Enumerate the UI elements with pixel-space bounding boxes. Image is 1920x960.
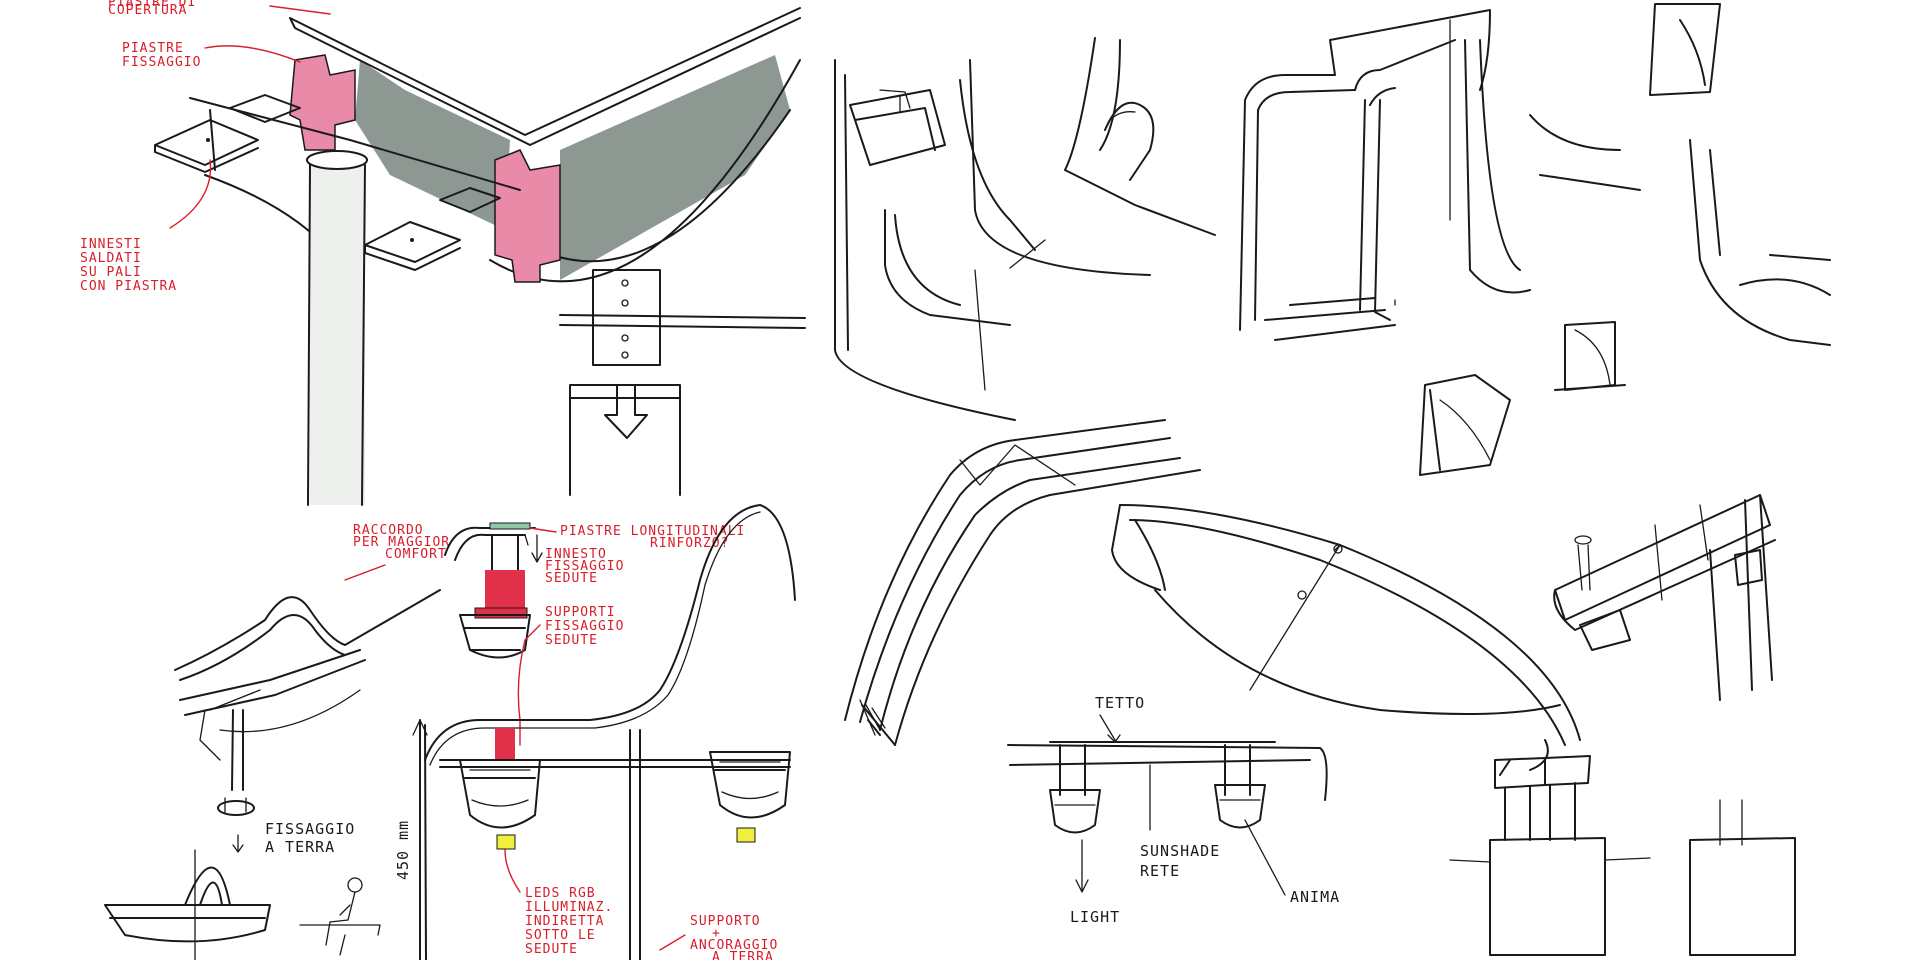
cover-plates-label: PIASTRE DI [108,0,196,10]
curved-rail-sketch [844,419,1201,746]
welded-joints-label: CON PIASTRA [80,279,177,294]
canopy-section-sketch: 450 mm LEDS RGB ILLUMINAZ. INDIRETTA SOT… [394,504,796,960]
height-label: 450 mm [394,820,412,880]
welded-joints-label: INNESTI [80,237,142,252]
roof-label: TETTO [1095,694,1145,712]
pole-outline [307,164,366,506]
ground-fixing-label: A TERRA [265,838,335,856]
plate-right [364,221,461,271]
seat-joint-label: SEDUTE [545,571,598,586]
pole-cap [306,150,368,170]
seat-support-red [485,570,525,610]
seat-joint-label: INNESTO [545,547,607,562]
bolt [410,238,414,242]
beam-bracket-sketch [1553,494,1776,701]
bolt [206,138,210,142]
corner-joint-sketch [834,37,1216,421]
down-arrow [1075,839,1089,893]
comfort-fitting-label: PER MAGGIOR [353,535,450,550]
long-plates-label: PIASTRE LONGITUDINALI [560,524,745,539]
leader-line [344,564,386,581]
seat-profile-sketch: FISSAGGIO A TERRA RACCORDO PER MAGGIOR C… [104,523,450,960]
pole [310,165,365,505]
plate-left [154,119,259,173]
ground-support-label: SUPPORTO [690,914,761,929]
long-plates-label: RINFORZO? [650,536,729,551]
leds-label: INDIRETTA [525,914,604,929]
leds-label: LEDS RGB [525,886,596,901]
frame-corner-sketch [1239,3,1831,476]
ground-fixing-label: FISSAGGIO [265,820,355,838]
leader-line [659,934,686,951]
ground-support-label: A TERRA [712,950,774,960]
down-arrow [604,384,648,439]
welded-joints-label: SU PALI [80,265,142,280]
seat-section-sketch: PIASTRE LONGITUDINALI RINFORZO? INNESTO … [444,522,745,746]
post-elevation-sketch [1449,755,1796,956]
seat-joint-label: FISSAGGIO [545,559,624,574]
fixing-plates-label: PIASTRE [122,41,184,56]
plate-mid [229,94,301,123]
cover-plates-label: COPERTURA [108,3,187,18]
long-plate [489,522,531,530]
seat-supports-label: SEDUTE [545,633,598,648]
roof-beam-sketch: PIASTRE DI COPERTURA PIASTRE FISSAGGIO I… [80,0,801,506]
ground-support-label: + [712,926,721,941]
beam-shadow-right [560,55,790,280]
seat-supports-label: FISSAGGIO [545,619,624,634]
led-yellow [736,827,756,843]
leader-line [529,527,557,533]
leds-label: SEDUTE [525,942,578,957]
leader-line [169,159,212,229]
leds-label: ILLUMINAZ. [525,900,613,915]
roof-plate [289,7,801,146]
comfort-fitting-label: COMFORT [385,547,447,562]
leader-line [204,45,301,63]
seat-supports-label: SUPPORTI [545,605,616,620]
comfort-fitting-label: RACCORDO [353,523,424,538]
led-yellow [496,834,516,850]
leader-line [269,5,331,15]
sunshade-canopy-sketch: TETTO SUNSHADE RETE ANIMA LIGHT [1007,504,1581,926]
seat-support-red [495,728,515,760]
core-label: ANIMA [1290,888,1340,906]
pink-profile-2 [494,149,561,283]
leader-line [504,849,521,893]
leader-line [517,624,541,746]
pink-profile-1 [289,54,356,151]
down-arrow [232,834,244,853]
plate-small [439,187,501,213]
welded-joints-label: SALDATI [80,251,142,266]
leds-label: SOTTO LE [525,928,596,943]
figure-icon [299,877,381,956]
sunshade-label: SUNSHADE [1140,842,1220,860]
fixing-plates-label: FISSAGGIO [122,55,201,70]
sunshade-label: RETE [1140,862,1180,880]
light-label: LIGHT [1070,908,1120,926]
plan-detail-sketch [559,269,806,496]
ground-support-label: ANCORAGGIO [690,938,778,953]
